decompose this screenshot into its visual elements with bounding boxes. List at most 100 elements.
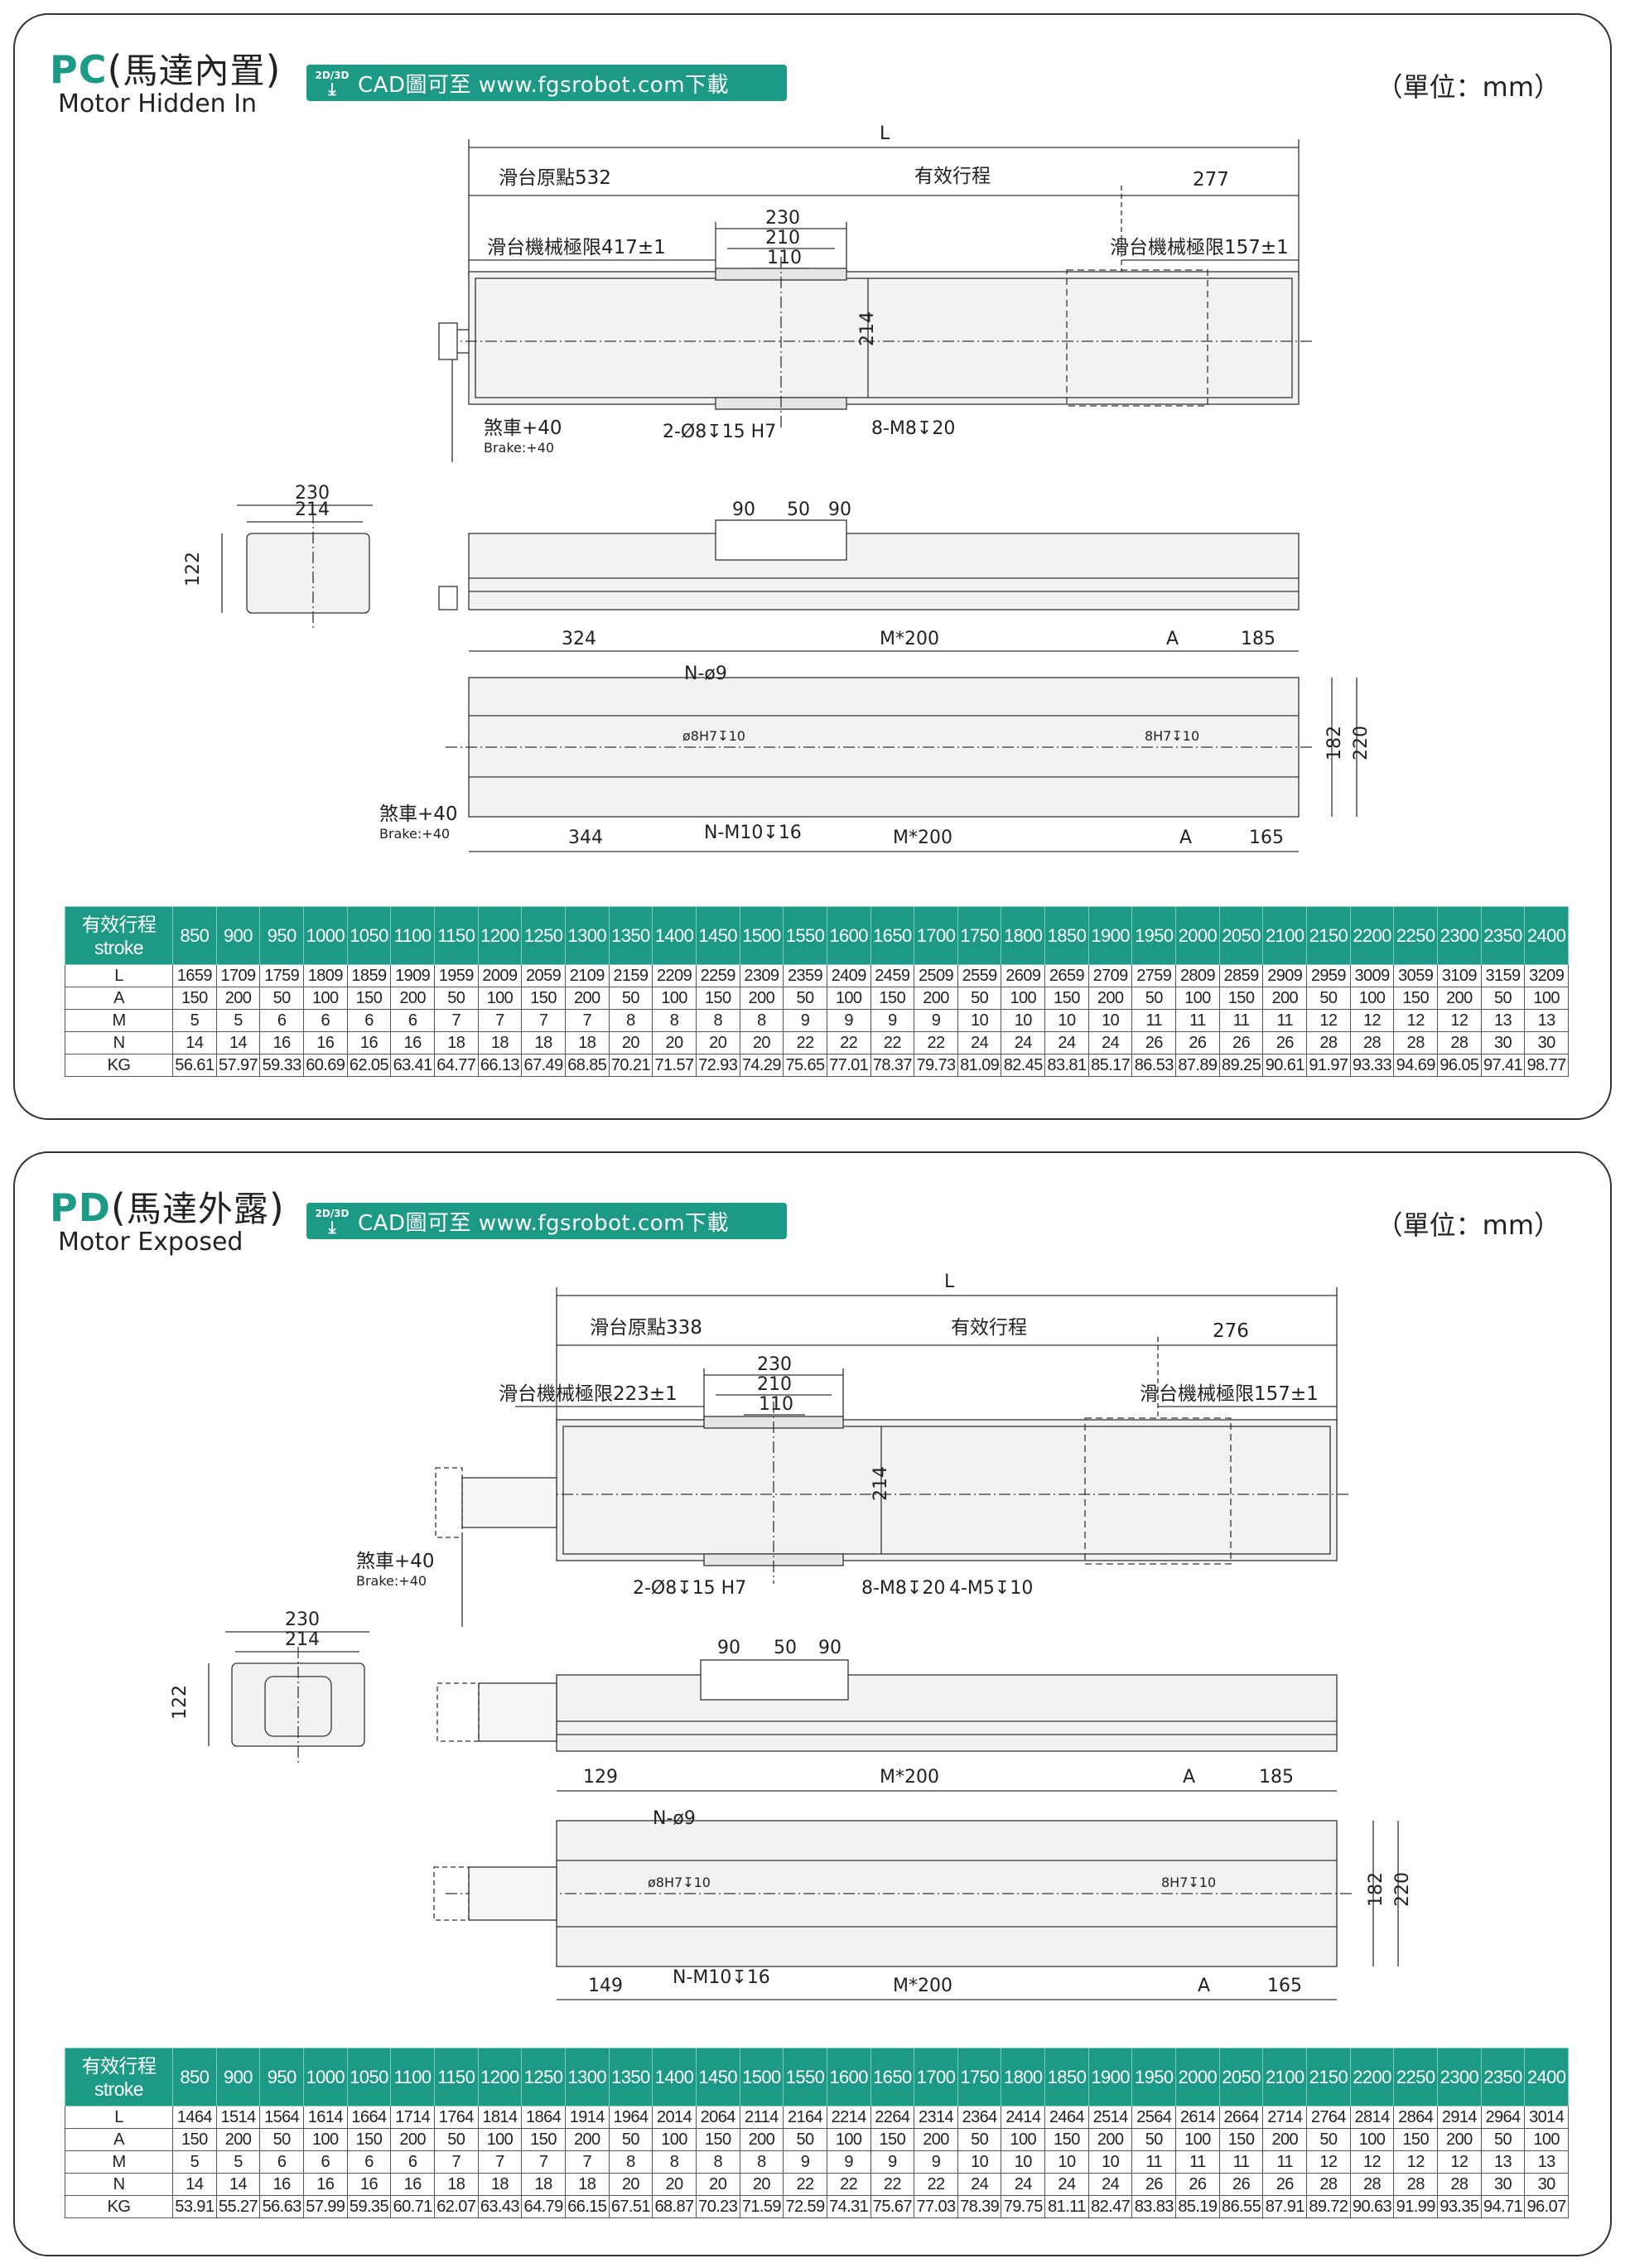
stroke-header-cell: 1400 xyxy=(652,906,697,965)
table-cell: 1514 xyxy=(215,2106,261,2129)
table-cell: 16 xyxy=(390,1031,435,1054)
table-cell: 66.15 xyxy=(564,2195,610,2218)
table-cell: 2914 xyxy=(1437,2106,1482,2129)
table-cell: 16 xyxy=(346,1031,392,1054)
table-cell: 13 xyxy=(1480,2150,1526,2174)
row-label: A xyxy=(65,2128,173,2151)
dim-bottom-bot-left: 149 xyxy=(588,1976,623,1996)
table-cell: 96.07 xyxy=(1524,2195,1569,2218)
table-cell: 1714 xyxy=(390,2106,435,2129)
stroke-header-cell: 950 xyxy=(259,906,304,965)
table-cell: 22 xyxy=(783,2173,827,2196)
table-cell: 16 xyxy=(302,1031,348,1054)
table-cell: 16 xyxy=(346,2173,392,2196)
table-cell: 12 xyxy=(1306,1009,1351,1032)
table-cell: 59.33 xyxy=(259,1054,304,1077)
table-cell: 150 xyxy=(172,2128,217,2151)
table-cell: 12 xyxy=(1349,1009,1395,1032)
table-cell: 200 xyxy=(1437,987,1482,1010)
brake-label-bottom-en: Brake:+40 xyxy=(379,826,450,842)
dim-bottom-top-left: 129 xyxy=(583,1767,618,1788)
table-cell: 28 xyxy=(1306,1031,1351,1054)
stroke-header-cell: 1250 xyxy=(521,906,566,965)
pin-depth-label: 15 H7 xyxy=(722,422,777,442)
stroke-header-cell: 1050 xyxy=(346,2048,392,2106)
table-cell: 10 xyxy=(1087,1009,1133,1032)
pin-depth-label: 15 H7 xyxy=(692,1578,747,1599)
table-cell: 60.71 xyxy=(390,2195,435,2218)
stroke-header-cell: 1150 xyxy=(433,2048,479,2106)
table-cell: 5 xyxy=(215,1009,261,1032)
table-cell: 2059 xyxy=(521,964,566,987)
stroke-header-cell: 1300 xyxy=(564,906,610,965)
table-cell: 50 xyxy=(433,2128,479,2151)
table-cell: 200 xyxy=(564,2128,610,2151)
stroke-header-cell: 1900 xyxy=(1087,2048,1133,2106)
table-cell: 8 xyxy=(739,2150,784,2174)
table-cell: 11 xyxy=(1218,1009,1264,1032)
table-cell: 50 xyxy=(1306,987,1351,1010)
dim-right-limit: 滑台機械極限157±1 xyxy=(1110,237,1289,258)
svg-text:N-M10↧16: N-M10↧16 xyxy=(704,823,802,843)
dim-bottom-top-left: 324 xyxy=(562,629,596,649)
table-cell: 74.29 xyxy=(739,1054,784,1077)
stroke-header-cell: 1650 xyxy=(870,906,915,965)
row-label: M xyxy=(65,2150,173,2174)
stroke-header-cell: 1450 xyxy=(695,2048,740,2106)
pin-bottom-left-label: ø8H7 xyxy=(682,728,717,744)
table-cell: 8 xyxy=(608,2150,653,2174)
dim-bottom-A: A xyxy=(1183,1767,1195,1788)
svg-text:8H7↧10: 8H7↧10 xyxy=(1145,728,1199,744)
table-cell: 85.19 xyxy=(1175,2195,1220,2218)
table-cell: 2764 xyxy=(1306,2106,1351,2129)
screw-label: 8-M8 xyxy=(861,1578,907,1599)
stroke-header-cell: 1350 xyxy=(608,2048,653,2106)
dim-stroke: 有效行程 xyxy=(951,1317,1027,1339)
table-cell: 2509 xyxy=(914,964,958,987)
table-cell: 24 xyxy=(957,1031,1002,1054)
table-cell: 2709 xyxy=(1087,964,1133,987)
table-cell: 59.35 xyxy=(346,2195,392,2218)
table-cell: 12 xyxy=(1349,2150,1395,2174)
stroke-header-cell: 1900 xyxy=(1087,906,1133,965)
table-cell: 150 xyxy=(346,2128,392,2151)
table-cell: 70.21 xyxy=(608,1054,653,1077)
table-cell: 10 xyxy=(1001,1009,1046,1032)
stroke-header-cell: 1200 xyxy=(477,2048,523,2106)
unit-label: （單位：mm） xyxy=(1376,71,1560,103)
table-cell: 71.59 xyxy=(739,2195,784,2218)
table-cell: 200 xyxy=(1262,987,1308,1010)
download-icon: 2D/3D⤓ xyxy=(315,1208,350,1237)
table-cell: 50 xyxy=(1480,2128,1526,2151)
table-cell: 100 xyxy=(1001,2128,1046,2151)
pin-bottom-right-depth: 10 xyxy=(1183,728,1199,744)
dim-bottom-top-right: 185 xyxy=(1259,1767,1294,1788)
table-cell: 50 xyxy=(1306,2128,1351,2151)
table-cell: 2014 xyxy=(652,2106,697,2129)
table-cell: 8 xyxy=(739,1009,784,1032)
stroke-header-cell: 1050 xyxy=(346,906,392,965)
stroke-header-cell: 1800 xyxy=(1001,2048,1046,2106)
svg-text:ø8H7↧10: ø8H7↧10 xyxy=(682,728,745,744)
table-cell: 2409 xyxy=(826,964,871,987)
cad-download-text: CAD圖可至 www.fgsrobot.com下載 xyxy=(358,72,730,98)
stroke-header-cell: 2150 xyxy=(1306,906,1351,965)
table-cell: 7 xyxy=(521,1009,566,1032)
table-cell: 2464 xyxy=(1044,2106,1089,2129)
table-cell: 26 xyxy=(1131,1031,1177,1054)
table-cell: 86.55 xyxy=(1218,2195,1264,2218)
table-cell: 67.51 xyxy=(608,2195,653,2218)
table-cell: 26 xyxy=(1262,1031,1308,1054)
table-cell: 24 xyxy=(1044,1031,1089,1054)
table-cell: 87.89 xyxy=(1175,1054,1220,1077)
table-cell: 24 xyxy=(1087,2173,1133,2196)
stroke-header-cell: 2150 xyxy=(1306,2048,1351,2106)
table-cell: 18 xyxy=(433,2173,479,2196)
stroke-header-cell: 1100 xyxy=(390,2048,435,2106)
table-cell: 28 xyxy=(1437,2173,1482,2196)
dim-bottom-bot-A: A xyxy=(1179,828,1192,848)
table-cell: 50 xyxy=(783,2128,827,2151)
stroke-header-cell: 1850 xyxy=(1044,906,1089,965)
